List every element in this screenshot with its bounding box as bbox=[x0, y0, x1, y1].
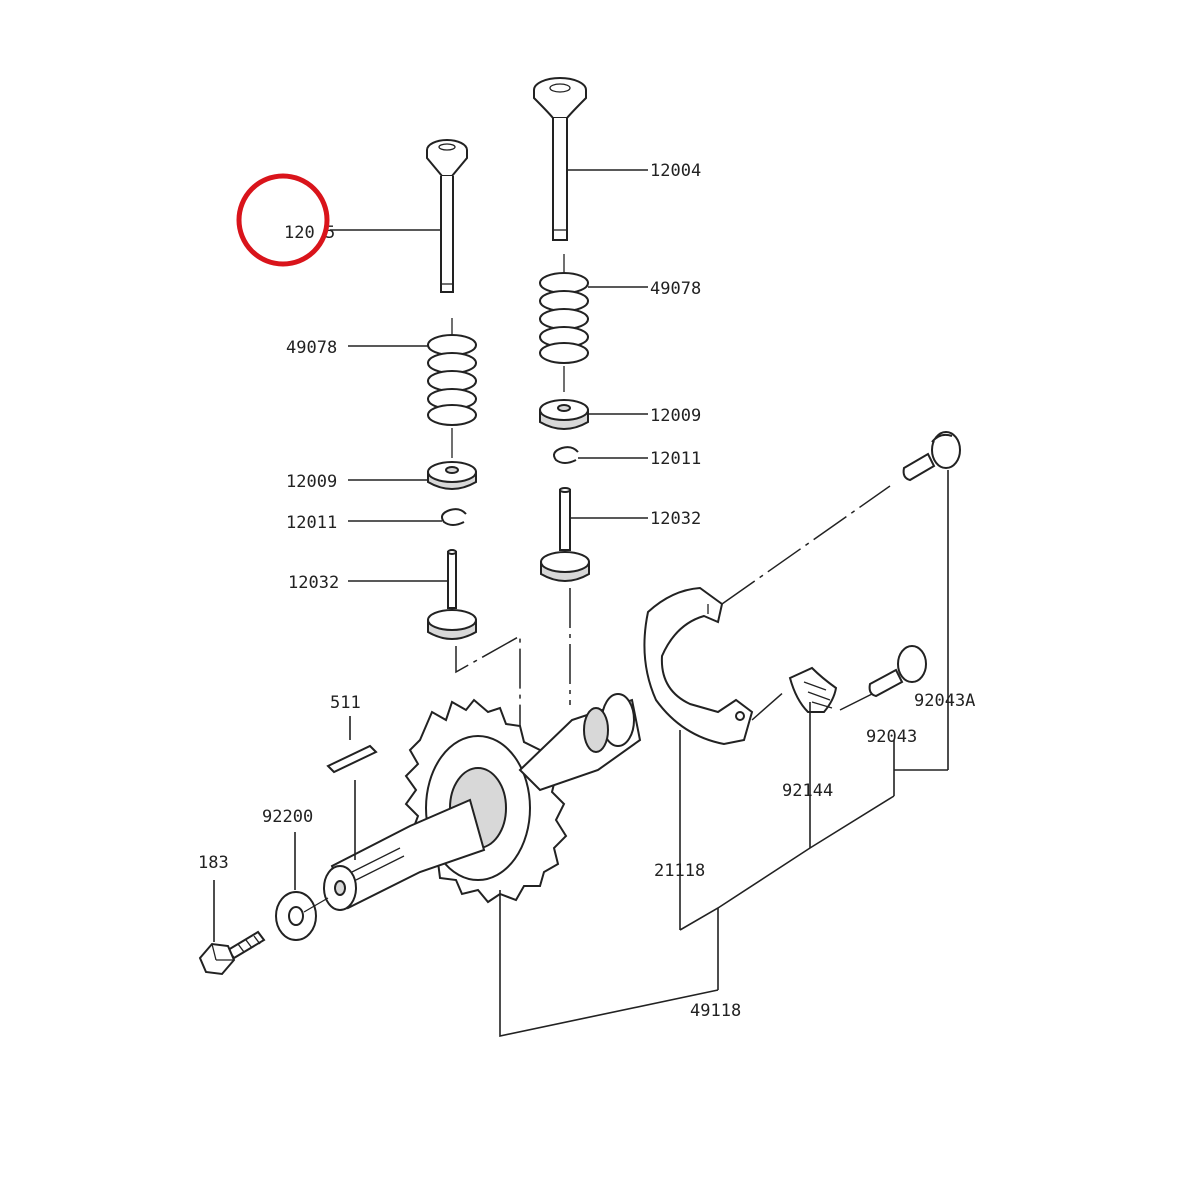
label-pin-lower: 92043 bbox=[866, 727, 917, 747]
pin-92043A bbox=[902, 431, 961, 482]
left-valve bbox=[426, 139, 468, 293]
highlight-circle bbox=[236, 173, 330, 267]
label-washer: 92200 bbox=[262, 807, 313, 827]
spring-92144 bbox=[788, 666, 838, 713]
label-weight: 21118 bbox=[654, 861, 705, 881]
camshaft bbox=[323, 693, 642, 911]
label-spring-right: 49078 bbox=[650, 279, 701, 299]
label-lifter-right: 12032 bbox=[650, 509, 701, 529]
label-spring-left: 49078 bbox=[286, 338, 337, 358]
label-spring-small: 92144 bbox=[782, 781, 833, 801]
governor-weight bbox=[643, 586, 754, 746]
cam-gear bbox=[404, 698, 568, 904]
pin-92043 bbox=[868, 645, 927, 698]
left-retainer bbox=[427, 461, 477, 490]
right-retainer bbox=[539, 399, 589, 430]
label-retainer-left: 12009 bbox=[286, 472, 337, 492]
label-lifter-left: 12032 bbox=[288, 573, 339, 593]
label-pin-upper: 92043A bbox=[914, 691, 975, 711]
right-spring bbox=[539, 254, 589, 392]
bolt-183 bbox=[198, 930, 266, 976]
left-lifter bbox=[427, 549, 477, 640]
washer-92200 bbox=[275, 891, 317, 941]
left-clip bbox=[441, 508, 467, 526]
label-key: 511 bbox=[330, 693, 361, 713]
right-clip bbox=[553, 446, 579, 464]
right-valve bbox=[533, 77, 587, 241]
right-lifter bbox=[540, 487, 590, 582]
label-bolt: 183 bbox=[198, 853, 229, 873]
label-camshaft: 49118 bbox=[690, 1001, 741, 1021]
left-spring bbox=[427, 318, 477, 458]
key-511 bbox=[326, 744, 378, 774]
label-clip-right: 12011 bbox=[650, 449, 701, 469]
label-retainer-right: 12009 bbox=[650, 406, 701, 426]
label-valve-right: 12004 bbox=[650, 161, 701, 181]
label-clip-left: 12011 bbox=[286, 513, 337, 533]
